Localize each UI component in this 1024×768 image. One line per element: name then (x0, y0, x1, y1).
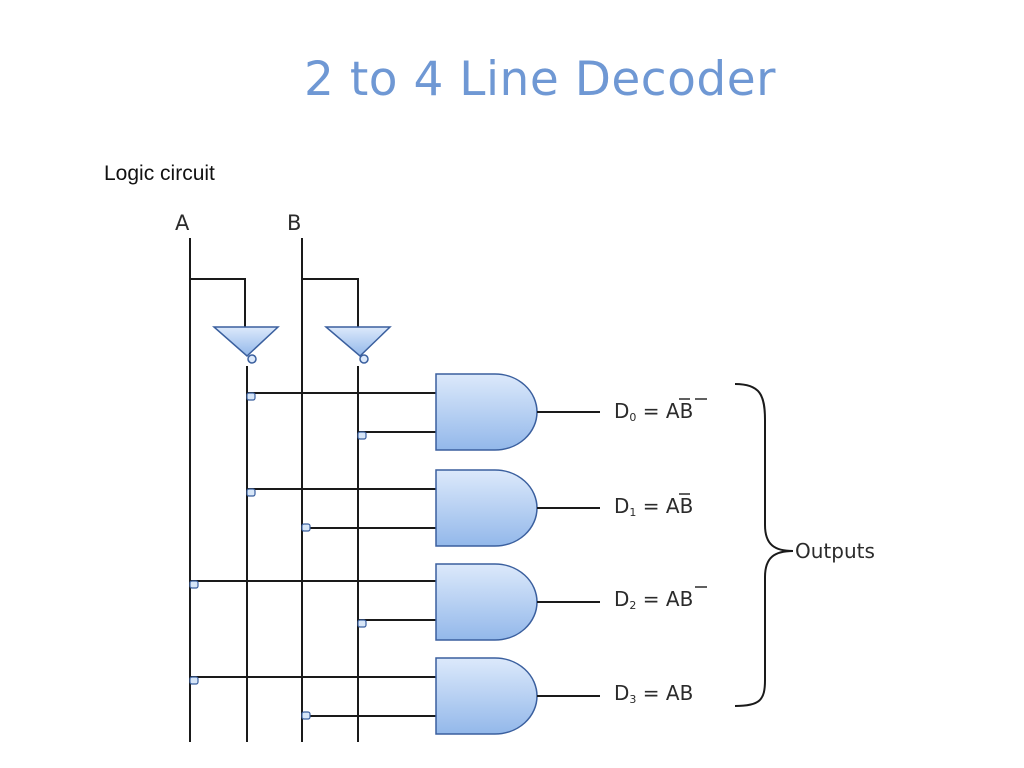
output-term-a: A (666, 681, 680, 705)
output-term-b: B (680, 399, 694, 423)
output-subscript: 2 (629, 599, 636, 612)
and-gate-0 (435, 373, 600, 451)
and-gate-1 (435, 469, 600, 547)
and-gate-2 (435, 563, 600, 641)
output-equals: = (636, 494, 665, 518)
output-prefix: D (614, 399, 629, 423)
output-term-b: B (680, 681, 694, 705)
svg-text:D1 = AB: D1 = AB (614, 494, 693, 519)
wire-b-branch (302, 278, 359, 327)
slide-title: 2 to 4 Line Decoder (304, 52, 776, 107)
not-gate-a-bubble (247, 354, 257, 364)
outputs-brace (734, 383, 794, 707)
gate-input-wires (190, 392, 436, 717)
output-equation-0: D0 = AB (614, 398, 707, 424)
subtitle: Logic circuit (104, 162, 215, 185)
output-equation-1: D1 = AB (614, 493, 693, 519)
output-term-b: B (680, 587, 694, 611)
output-subscript: 0 (629, 411, 636, 424)
output-subscript: 1 (629, 506, 636, 519)
outputs-label: Outputs (795, 539, 875, 563)
input-label-a: A (175, 211, 190, 235)
output-equals: = (636, 399, 665, 423)
svg-text:D3 = AB: D3 = AB (614, 681, 693, 706)
output-prefix: D (614, 494, 629, 518)
and-gate-3 (435, 657, 600, 735)
output-term-a: A (666, 494, 680, 518)
output-term-b: B (680, 494, 694, 518)
output-equals: = (636, 587, 665, 611)
input-label-b: B (287, 211, 301, 235)
svg-text:D2 = AB: D2 = AB (614, 587, 693, 612)
not-gate-a (212, 326, 280, 364)
output-equation-3: D3 = AB (614, 681, 693, 706)
output-term-a: A (666, 399, 680, 423)
not-gate-b (323, 326, 392, 364)
output-equals: = (636, 681, 665, 705)
output-equation-2: D2 = AB (614, 586, 707, 612)
svg-text:D0 = AB: D0 = AB (614, 399, 693, 424)
output-subscript: 3 (629, 693, 636, 706)
junction-dots (189, 392, 367, 720)
output-term-a: A (666, 587, 680, 611)
wire-a-branch (190, 278, 246, 327)
output-prefix: D (614, 587, 629, 611)
not-gate-b-bubble (359, 354, 369, 364)
output-prefix: D (614, 681, 629, 705)
